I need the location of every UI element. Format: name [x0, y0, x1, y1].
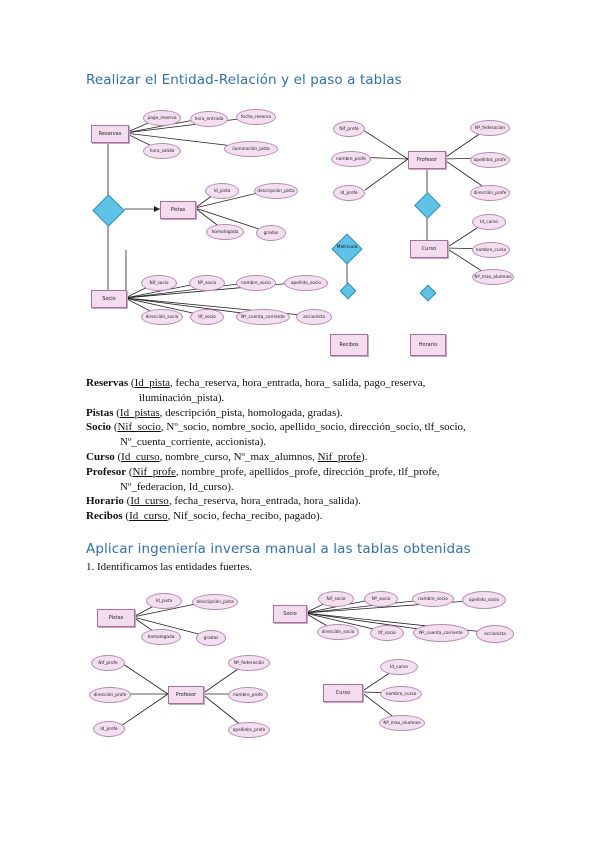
attr-iluminacion-pista: iluminación_pista — [224, 141, 278, 157]
attr-n-socio: Nº_socio — [189, 275, 225, 291]
step-1-text: 1. Identificamos las entidades fuertes. — [86, 561, 253, 573]
table-reservas: Reservas (Id_pista, fecha_reserva, hora_… — [86, 377, 426, 389]
attr-tlf-socio: tlf_socio — [190, 309, 224, 325]
attr-nif-socio: Nif_socio — [141, 275, 177, 291]
attr-nif-profe: Nif_profe — [333, 121, 365, 137]
section-title-1: Realizar el Entidad-Relación y el paso a… — [86, 72, 402, 88]
attr2-homologada: homologada — [141, 629, 181, 645]
entity-profesor: Profesor — [408, 151, 446, 169]
attr-gradas: gradas — [256, 225, 286, 241]
attr2-id-profe: Id_profe — [93, 721, 125, 737]
attr2-apellido-socio: apellido_socio — [462, 591, 506, 609]
entity-reservas: Reservas — [91, 125, 129, 143]
entity-horario: Horario — [410, 334, 446, 356]
entity-socio: Socio — [91, 290, 127, 308]
attr2-descripcion-pista: descripción_pista — [192, 594, 238, 610]
attr-pago-reserva: pago_reserva — [143, 110, 181, 126]
attr2-nif-socio: Nif_socio — [318, 591, 354, 607]
relational-tables: Reservas (Id_pista, fecha_reserva, hora_… — [86, 376, 526, 524]
attr-nombre-profe: nombre_profe — [331, 151, 371, 167]
section-title-2: Aplicar ingeniería inversa manual a las … — [86, 541, 471, 557]
table-pistas: Pistas (Id_pistas, descripción_pista, ho… — [86, 406, 343, 419]
entity-recibos: Recibos — [330, 334, 368, 356]
entity2-pistas: Pistas — [97, 609, 135, 627]
entity2-socio: Socio — [273, 605, 307, 623]
attr-apellidos-profe: apellidos_profe — [470, 152, 510, 168]
entity2-profesor: Profesor — [168, 686, 204, 704]
attr-direccion-socio: dirección_socio — [141, 309, 183, 325]
attr-nombre-curso: nombre_curso — [472, 242, 510, 258]
attr-direccion-profe: dirección_profe — [470, 185, 510, 201]
attr2-direccion-profe: dirección_profe — [89, 687, 131, 703]
matricula-label: Matricula — [336, 245, 358, 250]
attr2-accionista: accionista — [476, 625, 514, 643]
table-curso: Curso (Id_curso, nombre_curso, Nº_max_al… — [86, 450, 368, 463]
attr-accionista: accionista — [296, 309, 332, 325]
attr2-id-pista: Id_pista — [146, 593, 182, 609]
table-socio: Socio (Nif_socio, Nº_socio, nombre_socio… — [86, 421, 466, 434]
attr-n-cuenta-corriente: Nº_cuenta_corriente — [236, 309, 290, 325]
attr-id-pista: Id_pista — [205, 183, 239, 199]
attr2-nombre-socio: nombre_socio — [412, 591, 454, 607]
attr2-id-curso: Id_curso — [380, 659, 418, 675]
entity2-curso: Curso — [323, 684, 363, 702]
attr-nombre-socio: nombre_socio — [236, 275, 276, 291]
attr2-gradas: gradas — [196, 630, 226, 646]
attr2-nombre-curso: nombre_curso — [380, 686, 422, 702]
attr2-nif-profe: Nif_profe — [91, 655, 125, 671]
attr2-n-federacion: Nº_federación — [228, 655, 270, 671]
attr2-direccion-socio: dirección_socio — [317, 624, 359, 640]
attr-apellido-socio: apellido_socio — [284, 275, 328, 291]
entity-pistas: Pistas — [160, 201, 196, 219]
entity-curso: Curso — [410, 240, 448, 258]
attr-id-curso: Id_curso — [472, 214, 506, 230]
attr-hora-salida: hora_salida — [143, 143, 181, 159]
attr2-n-max-alumnos: Nº_max_alumnos — [379, 715, 425, 731]
attr-n-federacion: Nº_federacion — [470, 120, 510, 136]
attr2-tlf-socio: tlf_socio — [370, 625, 404, 641]
attr-descripcion-pista: descripción_pista — [254, 183, 298, 199]
attr2-nombre-profe: nombre_profe — [228, 687, 268, 703]
attr-homologada: homologada — [206, 224, 244, 240]
attr-hora-entrada: hora_entrada — [190, 111, 228, 127]
table-profesor: Profesor (Nif_profe, nombre_profe, apell… — [86, 465, 440, 478]
table-recibos: Recibos (Id_curso, Nif_socio, fecha_reci… — [86, 510, 323, 523]
attr2-apellidos-profe: apellidos_profe — [228, 722, 270, 738]
attr-fecha-reserva: fecha_reserva — [236, 109, 276, 125]
attr-id-profe: Id_profe — [333, 185, 365, 201]
attr2-n-cuenta-corriente: Nº_cuenta_corriente — [413, 624, 469, 642]
attr2-n-socio: Nº_socio — [364, 591, 398, 607]
attr-n-max-alumnos: Nº_max_alumnos — [472, 269, 514, 285]
table-horario: Horario (Id_curso, fecha_reserva, hora_e… — [86, 495, 361, 508]
